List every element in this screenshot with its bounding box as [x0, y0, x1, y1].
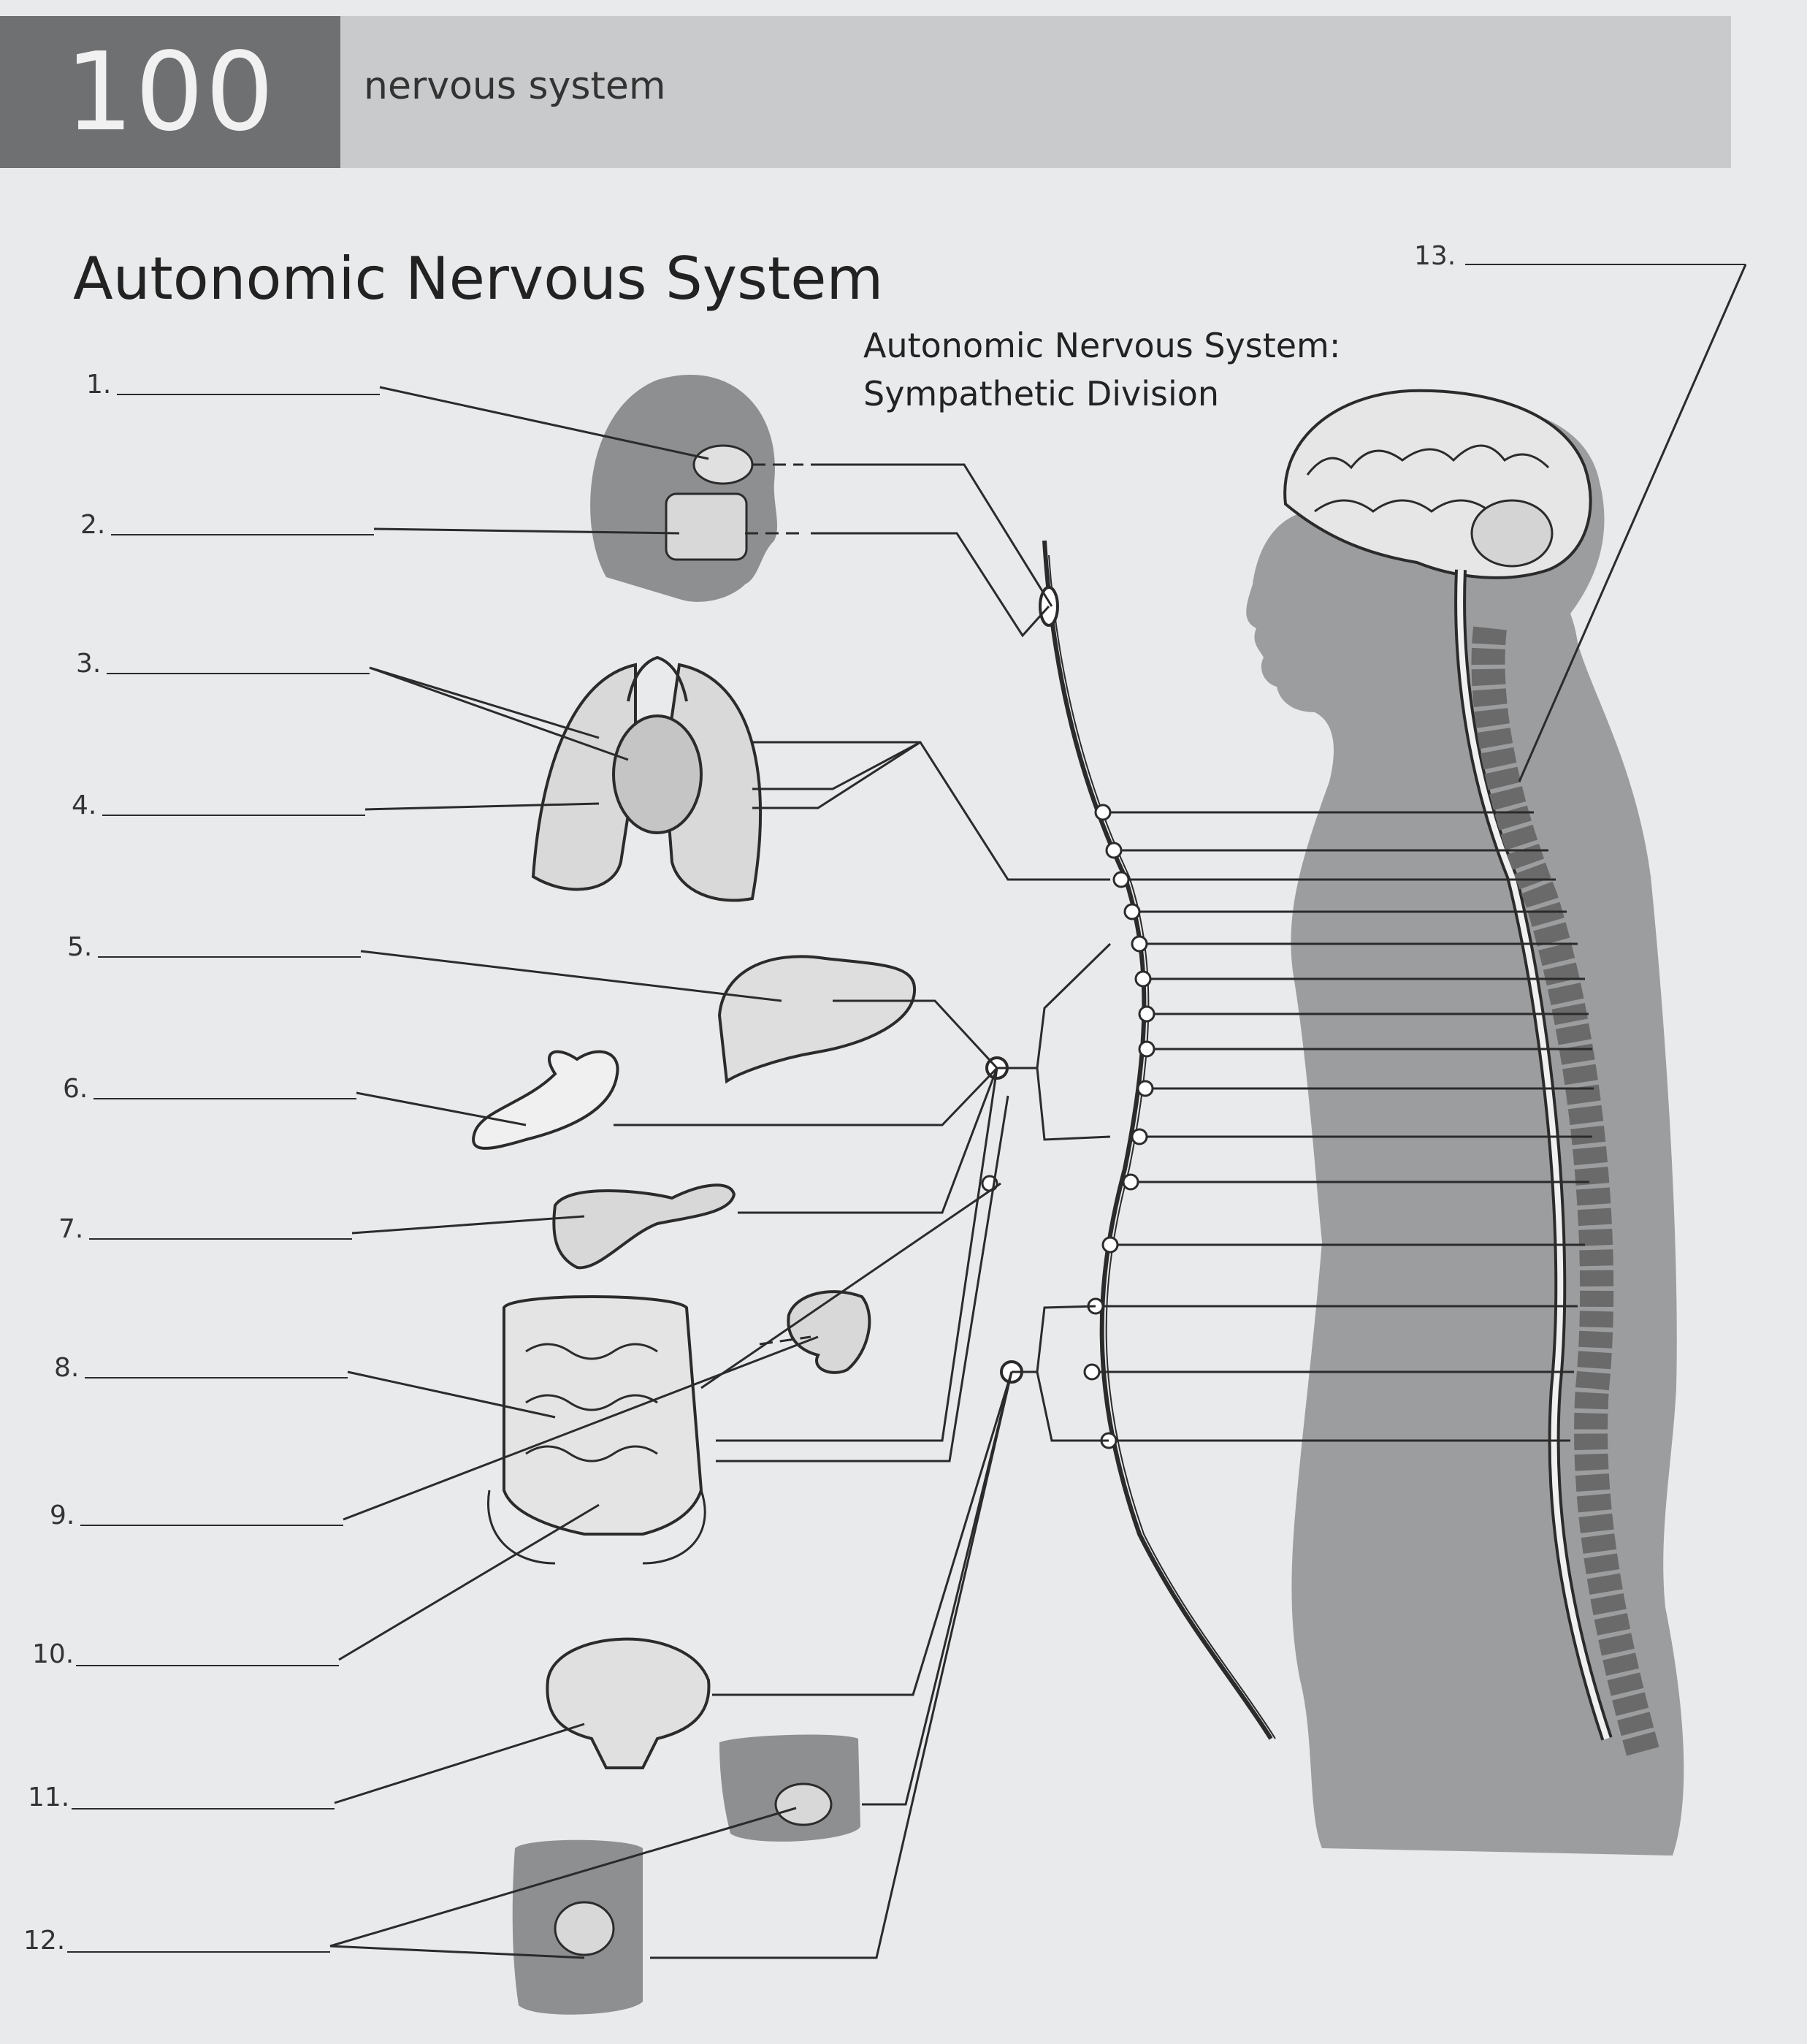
cerebellum: [1472, 500, 1552, 566]
bladder-organ: [547, 1639, 708, 1768]
stomach-organ: [473, 1052, 617, 1148]
kidney-organ: [788, 1292, 869, 1373]
salivary-gland-organ: [666, 494, 746, 560]
male-organ: [776, 1784, 831, 1825]
eye-organ: [694, 446, 752, 484]
pancreas-organ: [554, 1185, 734, 1267]
head-organ-silhouette: [590, 375, 777, 602]
female-organ: [555, 1902, 614, 1955]
sympathetic-trunk-edge: [1049, 555, 1275, 1739]
heart-organ: [614, 716, 701, 833]
sympathetic-trunk: [1044, 541, 1271, 1739]
liver-organ: [719, 956, 914, 1081]
intestines-organ: [504, 1297, 701, 1534]
